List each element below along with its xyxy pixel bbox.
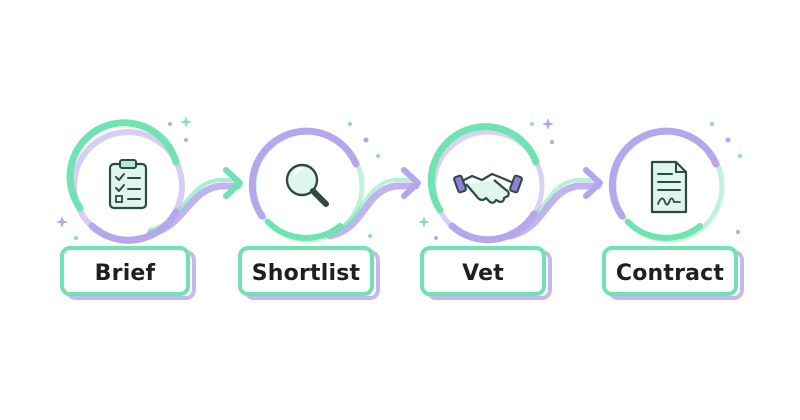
dot-icon <box>184 138 188 142</box>
signed-document-icon <box>650 160 688 214</box>
magnifying-glass-icon <box>285 163 329 207</box>
step-shortlist: Shortlist <box>238 127 380 300</box>
step-label-shortlist: Shortlist <box>252 261 361 286</box>
step-vet: Vet <box>420 123 552 300</box>
dot-icon <box>348 122 352 126</box>
step-circle <box>427 123 545 244</box>
step-label-contract: Contract <box>616 261 725 286</box>
dot-icon <box>168 122 172 126</box>
handshake-icon <box>453 172 523 204</box>
sparkle-icon <box>180 116 192 128</box>
dot-icon <box>376 154 380 158</box>
dot-icon <box>363 137 369 143</box>
step-label-box: Brief <box>60 246 196 300</box>
step-circle <box>608 127 725 243</box>
sparkle-icon <box>56 216 68 228</box>
decorative-sparkles <box>56 116 742 240</box>
dot-icon <box>530 122 534 126</box>
step-label-box: Shortlist <box>238 246 380 300</box>
step-brief: Brief <box>60 119 196 300</box>
dot-icon <box>736 230 740 234</box>
step-circle <box>66 119 185 244</box>
dot-icon <box>710 122 714 126</box>
step-label-brief: Brief <box>95 261 156 286</box>
step-circle <box>248 127 365 243</box>
sparkle-icon <box>418 216 430 228</box>
dot-icon <box>738 154 742 158</box>
clipboard-checklist-icon <box>108 159 148 210</box>
step-label-vet: Vet <box>462 261 504 286</box>
dot-icon <box>74 236 78 240</box>
dot-icon <box>725 137 731 143</box>
sparkle-icon <box>542 118 554 130</box>
dot-icon <box>550 140 554 144</box>
dot-icon <box>434 236 438 240</box>
step-label-box: Vet <box>420 246 552 300</box>
step-label-box: Contract <box>602 246 744 300</box>
step-contract: Contract <box>602 127 744 300</box>
dot-icon <box>368 234 372 238</box>
